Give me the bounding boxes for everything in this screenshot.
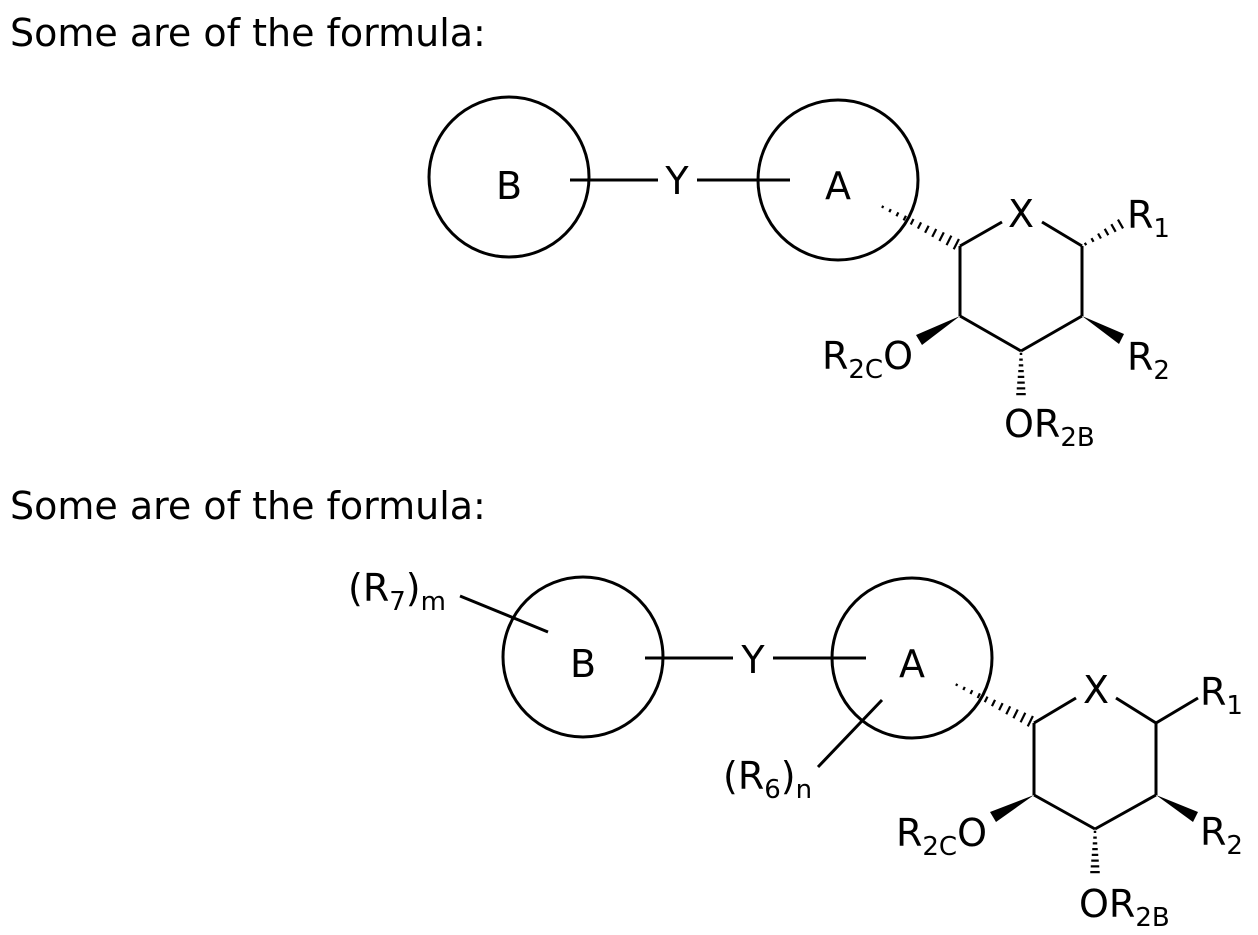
r7m-close: )	[406, 566, 421, 610]
r2-label: R2	[1200, 810, 1243, 861]
r2-main: R	[1200, 810, 1226, 854]
r2c-oxygen: O	[957, 811, 987, 855]
hash-stroke	[985, 697, 988, 702]
hash-stroke	[1021, 713, 1026, 723]
r1-main: R	[1200, 670, 1226, 714]
r6n-subscript: 6	[764, 775, 781, 805]
hash-stroke	[963, 687, 964, 690]
ring-a-label: A	[899, 642, 925, 686]
ring-atom-x-label: X	[1083, 668, 1109, 712]
ring-b-label: B	[570, 642, 596, 686]
or2b-label: OR2B	[1079, 882, 1170, 933]
ring-bond-c4-c3	[1095, 795, 1156, 829]
r2c-o-label: R2CO	[896, 811, 987, 862]
hash-stroke	[992, 700, 995, 706]
wedge-bond-c4-r2	[1156, 795, 1198, 822]
ring-bond-c1-x	[1034, 698, 1076, 723]
r6n-subscript-n: n	[796, 775, 812, 805]
r7m-label: (R7)m	[348, 566, 446, 617]
r2c-main: R	[896, 811, 922, 855]
hashed-bond-a-c1	[956, 684, 1033, 727]
hash-stroke	[956, 684, 957, 686]
r6n-label: (R6)n	[723, 754, 812, 805]
hash-stroke	[970, 690, 972, 694]
hash-stroke	[999, 703, 1003, 710]
wedge-bond-c2-o	[990, 795, 1034, 822]
or2b-subscript: 2B	[1135, 903, 1169, 933]
bond-c5-r1	[1156, 698, 1198, 723]
hash-stroke	[978, 693, 980, 698]
r7m-subscript-m: m	[421, 587, 446, 617]
r2-subscript: 2	[1226, 831, 1243, 861]
or2b-main: OR	[1079, 882, 1135, 926]
r1-label: R1	[1200, 670, 1243, 721]
hash-stroke	[1028, 716, 1033, 726]
hash-stroke	[1006, 706, 1010, 714]
bond-r7-b	[460, 596, 548, 632]
r7m-open: (R	[348, 566, 389, 610]
hash-stroke	[1013, 710, 1017, 719]
r6n-open: (R	[723, 754, 764, 798]
ring-bond-c3-c2	[1034, 795, 1095, 829]
ring-bond-x-c5	[1116, 698, 1156, 723]
r7m-subscript: 7	[389, 587, 406, 617]
r1-subscript: 1	[1226, 691, 1243, 721]
linker-y-label: Y	[740, 638, 765, 682]
hashed-bond-c3-o	[1090, 832, 1100, 872]
r2c-subscript: 2C	[922, 832, 957, 862]
r6n-close: )	[781, 754, 796, 798]
